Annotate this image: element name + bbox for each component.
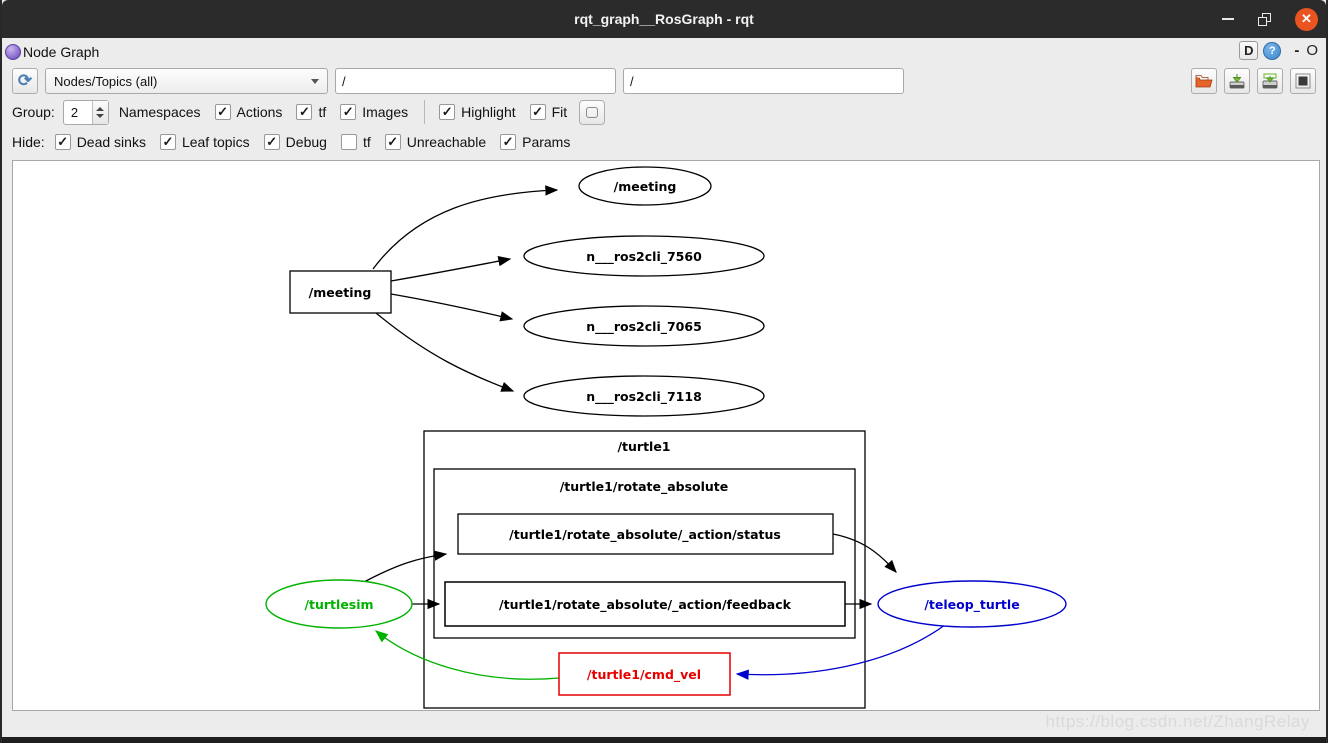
svg-text:/turtle1/rotate_absolute/_acti: /turtle1/rotate_absolute/_action/status [509, 527, 781, 543]
cluster-rotate-absolute-label: /turtle1/rotate_absolute [560, 479, 729, 495]
watermark: https://blog.csdn.net/ZhangRelay [1045, 712, 1310, 731]
highlight-toggle-button[interactable] [1290, 68, 1316, 94]
load-dot-button[interactable] [1191, 68, 1217, 94]
node-ros2cli-7560[interactable]: n___ros2cli_7560 [523, 235, 765, 277]
chevron-down-icon [311, 79, 319, 84]
window-bottom-border [2, 737, 1326, 743]
title-bar: rqt_graph__RosGraph - rqt ✕ [2, 0, 1326, 38]
topic-cmd-vel[interactable]: /turtle1/cmd_vel [558, 652, 731, 696]
checkbox-unreachable[interactable]: ✓ Unreachable [384, 134, 486, 150]
minimize-window-icon[interactable] [1222, 18, 1234, 20]
group-label: Group: [12, 104, 55, 120]
graph-canvas[interactable]: /turtle1 /turtle1/rotate_absolute /meeti… [12, 160, 1320, 711]
spinner-arrows-icon[interactable] [91, 100, 108, 124]
cluster-turtle1-label: /turtle1 [617, 439, 670, 454]
svg-text:n___ros2cli_7065: n___ros2cli_7065 [586, 319, 702, 335]
dock-float-button[interactable]: O [1306, 42, 1318, 59]
node-ros2cli-7118[interactable]: n___ros2cli_7118 [523, 375, 765, 417]
black-square-icon [1295, 73, 1311, 89]
checkbox-hide-tf[interactable]: tf [340, 134, 371, 150]
edge-teleop-to-cmd-vel [735, 624, 946, 680]
group-depth-spinner[interactable]: 2 [62, 99, 109, 125]
toolbar-separator [424, 100, 426, 124]
svg-text:/meeting: /meeting [309, 285, 372, 300]
dock-d-button[interactable]: D [1239, 41, 1259, 60]
edge-turtlesim-to-status [363, 550, 448, 583]
checkbox-dead-sinks[interactable]: ✓ Dead sinks [54, 134, 146, 150]
refresh-icon: ⟳ [17, 70, 33, 90]
close-icon: ✕ [1301, 11, 1312, 26]
edge-status-to-teleop [832, 533, 897, 573]
save-icon [1229, 73, 1245, 88]
node-filter-input[interactable]: / [335, 68, 616, 94]
edge-meeting-to-ros2cli-7118 [375, 312, 515, 392]
node-graph-icon [5, 43, 21, 60]
group-options-row: Group: 2 Namespaces ✓ Actions ✓ tf ✓ Ima… [2, 97, 1326, 127]
svg-text:/meeting: /meeting [614, 179, 677, 194]
save-dot-button[interactable] [1224, 68, 1250, 94]
checkbox-fit[interactable]: ✓ Fit [529, 104, 567, 120]
edge-meeting-to-ros2cli-7065 [390, 293, 514, 322]
checkbox-tf[interactable]: ✓ tf [296, 104, 326, 120]
view-mode-select[interactable]: Nodes/Topics (all) [45, 68, 328, 94]
fit-in-view-icon [586, 106, 599, 118]
node-meeting[interactable]: /meeting [289, 270, 392, 314]
checkbox-debug[interactable]: ✓ Debug [263, 134, 327, 150]
svg-text:n___ros2cli_7118: n___ros2cli_7118 [586, 389, 702, 405]
save-as-image-icon [1262, 72, 1278, 88]
checkbox-actions[interactable]: ✓ Actions [214, 104, 282, 120]
checkbox-params[interactable]: ✓ Params [500, 134, 570, 150]
topic-rotate-absolute-feedback[interactable]: /turtle1/rotate_absolute/_action/feedbac… [444, 581, 846, 627]
cluster-turtle1 [423, 430, 866, 709]
open-folder-icon [1195, 75, 1213, 88]
svg-text:/teleop_turtle: /teleop_turtle [924, 597, 1019, 613]
save-image-button[interactable] [1257, 68, 1283, 94]
fit-in-view-button[interactable] [579, 99, 606, 125]
hide-options-row: Hide: ✓ Dead sinks ✓ Leaf topics ✓ Debug… [2, 127, 1326, 157]
topic-meeting[interactable]: /meeting [578, 166, 712, 206]
node-turtlesim[interactable]: /turtlesim [265, 579, 413, 629]
panel-title: Node Graph [23, 43, 100, 60]
svg-text:/turtle1/rotate_absolute/_acti: /turtle1/rotate_absolute/_action/feedbac… [499, 597, 792, 613]
checkbox-highlight[interactable]: ✓ Highlight [439, 104, 516, 120]
svg-text:/turtle1/cmd_vel: /turtle1/cmd_vel [587, 667, 701, 683]
topic-rotate-absolute-status[interactable]: /turtle1/rotate_absolute/_action/status [457, 513, 834, 555]
svg-text:/turtlesim: /turtlesim [304, 597, 373, 612]
edge-cmd-vel-to-turtlesim [374, 630, 560, 680]
checkbox-images[interactable]: ✓ Images [340, 104, 408, 120]
node-teleop-turtle[interactable]: /teleop_turtle [877, 580, 1067, 628]
refresh-button[interactable]: ⟳ [12, 68, 38, 94]
dock-minimize-button[interactable]: - [1294, 42, 1300, 59]
close-window-button[interactable]: ✕ [1295, 7, 1318, 31]
checkbox-leaf-topics[interactable]: ✓ Leaf topics [159, 134, 250, 150]
edge-meeting-to-ros2cli-7560 [390, 256, 512, 282]
window-title: rqt_graph__RosGraph - rqt [574, 11, 754, 27]
svg-text:n___ros2cli_7560: n___ros2cli_7560 [586, 249, 702, 265]
graph-toolbar: ⟳ Nodes/Topics (all) / / [2, 65, 1326, 97]
hide-label: Hide: [12, 134, 45, 150]
namespaces-label: Namespaces [118, 104, 201, 120]
view-mode-value: Nodes/Topics (all) [54, 73, 158, 89]
node-ros2cli-7065[interactable]: n___ros2cli_7065 [523, 305, 765, 347]
restore-window-icon[interactable] [1258, 12, 1271, 26]
edge-meeting-to-meeting-topic [372, 185, 559, 270]
dock-header: Node Graph D ? - O [2, 38, 1326, 65]
topic-filter-input[interactable]: / [623, 68, 904, 94]
help-icon[interactable]: ? [1263, 41, 1282, 60]
